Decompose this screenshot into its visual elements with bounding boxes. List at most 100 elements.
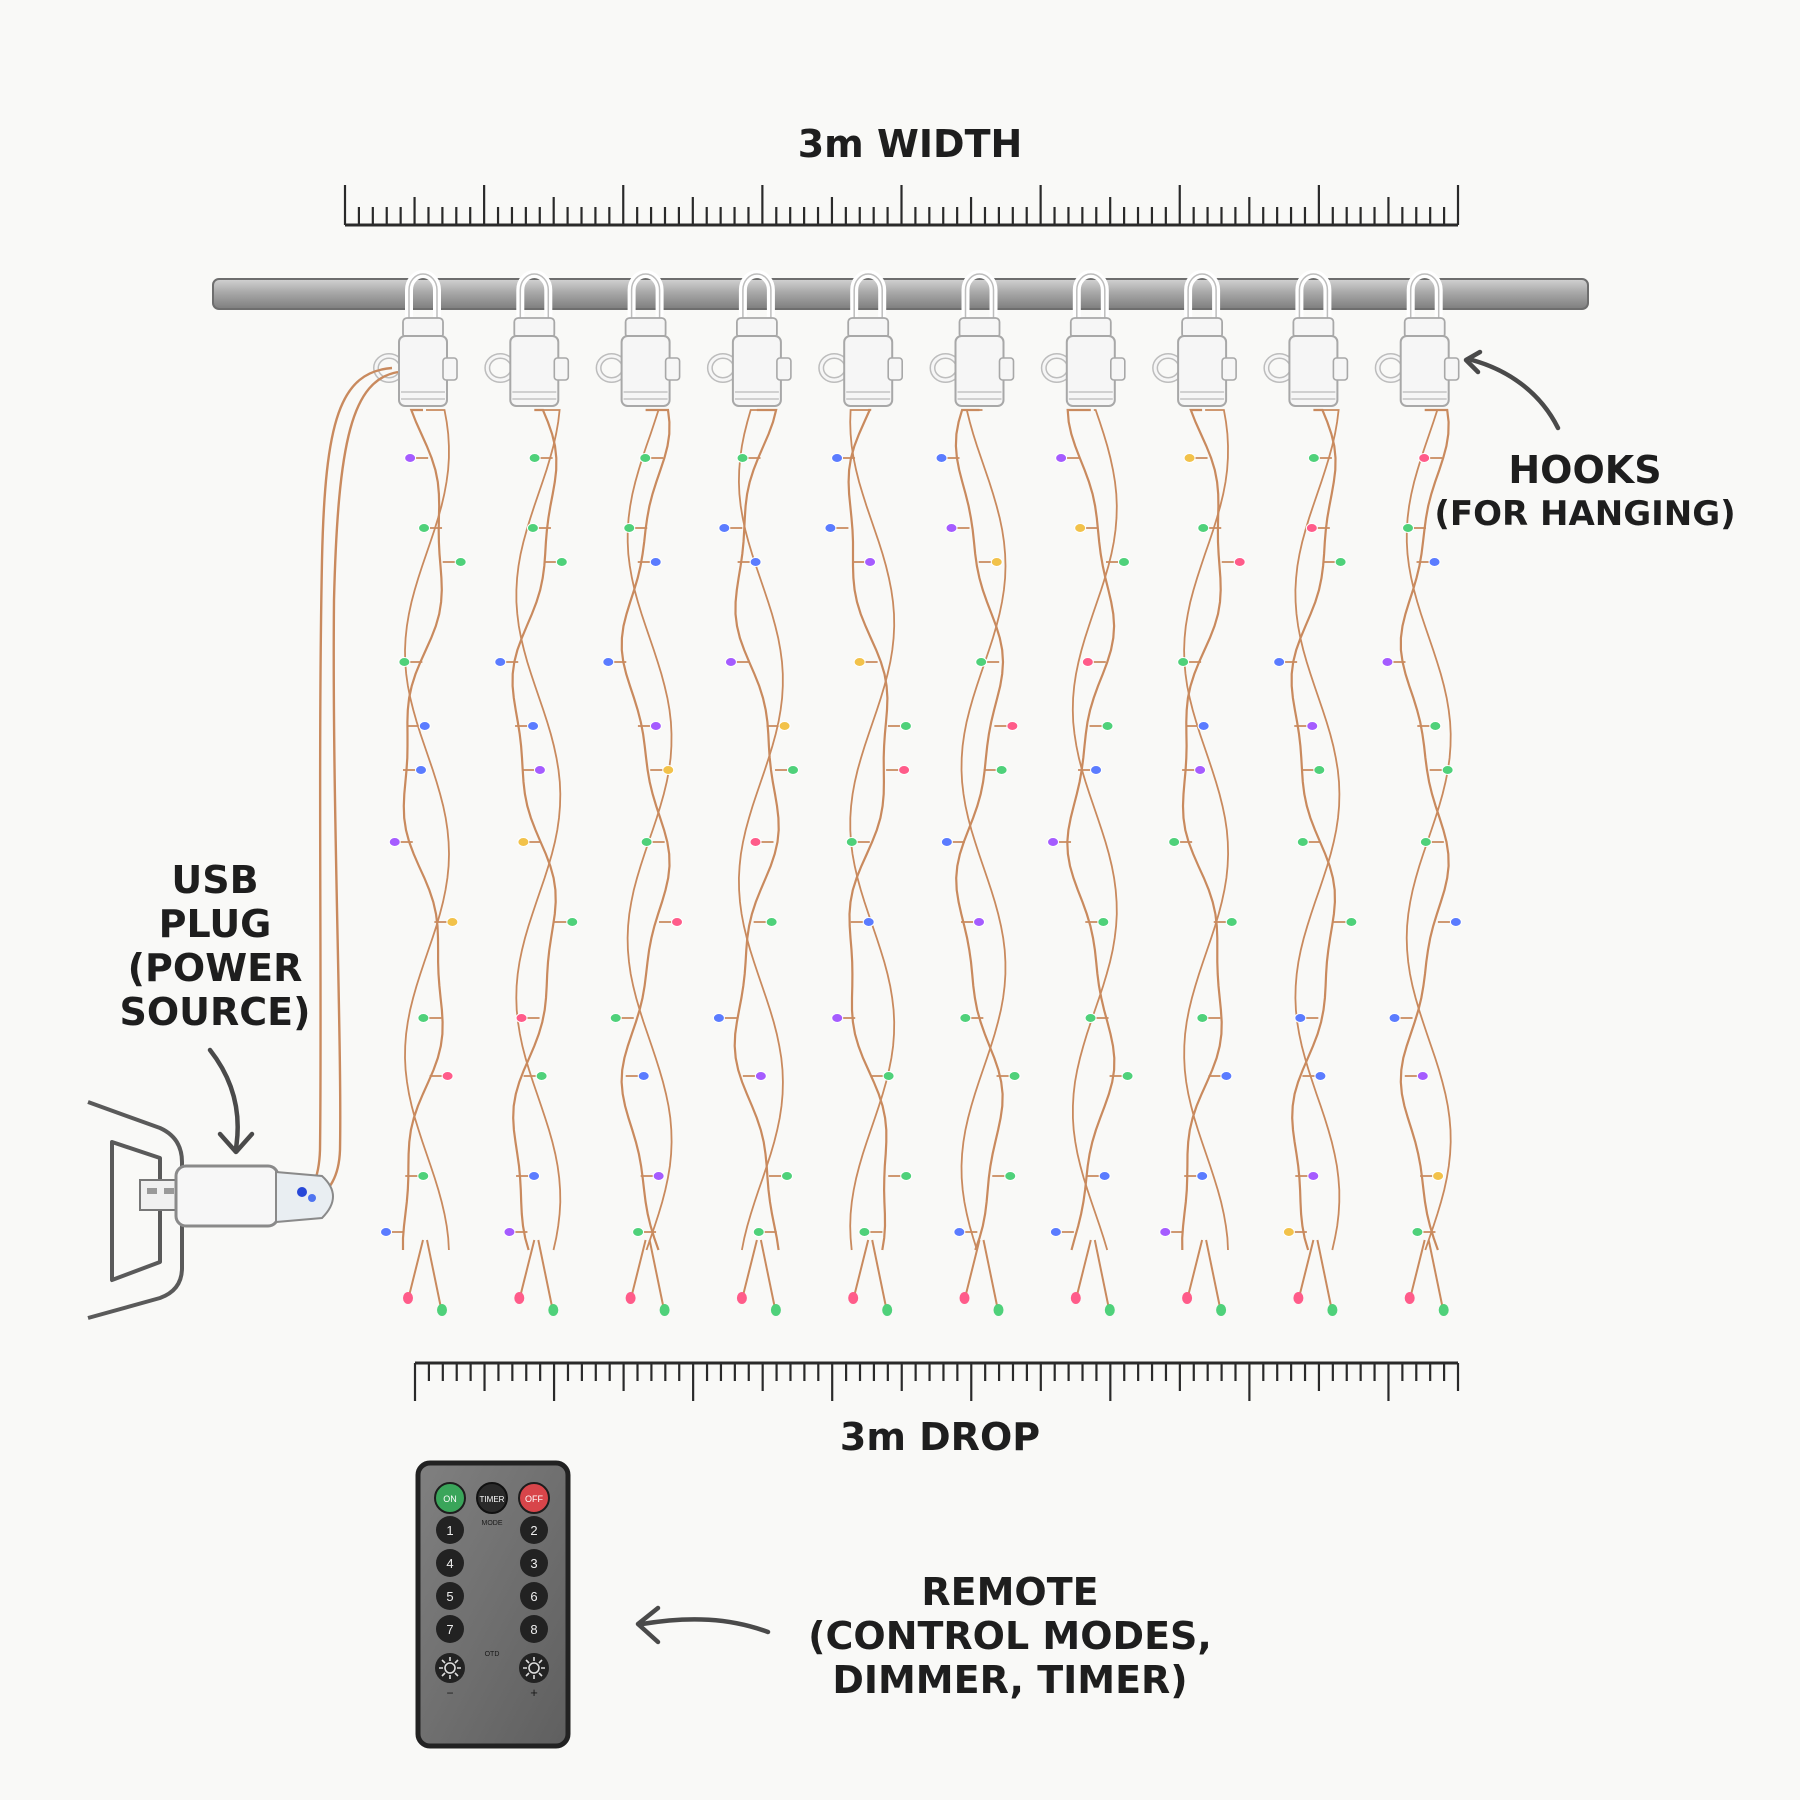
mode-label: MODE xyxy=(482,1520,503,1527)
led-bulb-icon xyxy=(862,917,875,927)
number-button[interactable]: 7 xyxy=(436,1615,464,1643)
hook-icon xyxy=(929,270,1015,407)
remote-label-title: REMOTE xyxy=(921,1570,1099,1614)
led-bulb-icon xyxy=(609,1013,622,1023)
led-bulb-icon xyxy=(940,837,953,847)
number-button-label: 3 xyxy=(530,1556,537,1571)
number-button[interactable]: 2 xyxy=(520,1516,548,1544)
led-bulb-icon xyxy=(1233,557,1246,567)
led-bulb-icon xyxy=(845,837,858,847)
remote-label-line: DIMMER, TIMER) xyxy=(832,1658,1188,1702)
led-bulb-icon xyxy=(1416,1071,1429,1081)
number-button[interactable]: 5 xyxy=(436,1582,464,1610)
led-bulb-icon xyxy=(1194,765,1207,775)
usb-label-line: SOURCE) xyxy=(119,990,311,1034)
led-bulb-icon xyxy=(1121,1071,1134,1081)
remote-control[interactable]: ON TIMER OFF MODE 1 2 4 3 5 6 7 8 OTD xyxy=(415,1460,571,1749)
led-bulb-icon xyxy=(1117,557,1130,567)
hook-icon xyxy=(1263,270,1349,407)
hooks-label: HOOKS (FOR HANGING) xyxy=(1395,448,1775,536)
led-bulb-icon xyxy=(1090,765,1103,775)
led-bulb-icon xyxy=(639,453,652,463)
led-bulb-icon xyxy=(882,1304,893,1316)
led-bulb-icon xyxy=(787,765,800,775)
led-bulb-icon xyxy=(1197,523,1210,533)
led-bulb-icon xyxy=(1004,1171,1017,1181)
led-bulb-icon xyxy=(1074,523,1087,533)
number-button[interactable]: 4 xyxy=(436,1549,464,1577)
led-bulb-icon xyxy=(1388,1013,1401,1023)
led-bulb-icon xyxy=(1197,721,1210,731)
usb-label: USB PLUG (POWER SOURCE) xyxy=(65,858,365,1034)
led-bulb-icon xyxy=(1104,1304,1115,1316)
led-bulb-icon xyxy=(1432,1171,1445,1181)
led-bulb-icon xyxy=(526,523,539,533)
led-bulb-icon xyxy=(1049,1227,1062,1237)
number-button-label: 1 xyxy=(446,1523,453,1538)
led-bulb-icon xyxy=(1314,1071,1327,1081)
led-bulb-icon xyxy=(623,523,636,533)
led-bulb-icon xyxy=(770,1304,781,1316)
sun-icon xyxy=(523,1657,545,1679)
led-bulb-icon xyxy=(1168,837,1181,847)
light-strand xyxy=(1047,408,1134,1316)
led-bulb-icon xyxy=(671,917,684,927)
led-bulb-icon xyxy=(959,1013,972,1023)
led-bulb-icon xyxy=(566,917,579,927)
number-button[interactable]: 6 xyxy=(520,1582,548,1610)
otd-label: OTD xyxy=(485,1651,500,1658)
led-bulb-icon xyxy=(778,721,791,731)
number-button[interactable]: 1 xyxy=(436,1516,464,1544)
led-bulb-icon xyxy=(1097,917,1110,927)
led-bulb-icon xyxy=(1196,1013,1209,1023)
led-bulb-icon xyxy=(959,1292,970,1304)
timer-button[interactable] xyxy=(476,1482,508,1514)
number-button[interactable]: 8 xyxy=(520,1615,548,1643)
led-bulb-icon xyxy=(1381,657,1394,667)
led-bulb-icon xyxy=(1345,917,1358,927)
on-button-label: ON xyxy=(443,1494,457,1504)
led-bulb-icon xyxy=(1273,657,1286,667)
led-bulb-icon xyxy=(404,453,417,463)
dim-down-button[interactable] xyxy=(435,1653,465,1683)
led-bulb-icon xyxy=(1294,1013,1307,1023)
led-bulb-icon xyxy=(765,917,778,927)
led-bulb-icon xyxy=(898,765,911,775)
led-bulb-icon xyxy=(1402,523,1415,533)
led-bulb-icon xyxy=(853,657,866,667)
light-strand xyxy=(712,408,800,1316)
led-bulb-icon xyxy=(1183,453,1196,463)
led-bulb-icon xyxy=(1081,657,1094,667)
usb-lead-wire xyxy=(299,366,399,1200)
led-bulb-icon xyxy=(1418,453,1431,463)
led-bulb-icon xyxy=(380,1227,393,1237)
led-bulb-icon xyxy=(781,1171,794,1181)
led-bulb-icon xyxy=(831,1013,844,1023)
led-bulb-icon xyxy=(1101,721,1114,731)
led-bulb-icon xyxy=(555,557,568,567)
off-button[interactable] xyxy=(518,1482,550,1514)
number-button-label: 8 xyxy=(530,1622,537,1637)
led-bulb-icon xyxy=(712,1013,725,1023)
number-button-label: 4 xyxy=(446,1556,453,1571)
led-bulb-icon xyxy=(1404,1292,1415,1304)
led-bulb-icon xyxy=(514,1292,525,1304)
dim-up-button[interactable] xyxy=(519,1653,549,1683)
led-bulb-icon xyxy=(632,1227,645,1237)
led-bulb-icon xyxy=(718,523,731,533)
led-bulb-icon xyxy=(1047,837,1060,847)
number-button[interactable]: 3 xyxy=(520,1549,548,1577)
light-strand xyxy=(1159,408,1246,1316)
led-bulb-icon xyxy=(528,1171,541,1181)
led-bulb-icon xyxy=(1419,837,1432,847)
led-bulb-icon xyxy=(1070,1292,1081,1304)
width-ruler xyxy=(343,185,1460,227)
number-button-label: 7 xyxy=(446,1622,453,1637)
on-button[interactable] xyxy=(434,1482,466,1514)
number-button-label: 6 xyxy=(530,1589,537,1604)
led-bulb-icon xyxy=(1196,1171,1209,1181)
light-strand xyxy=(1273,408,1358,1316)
led-bulb-icon xyxy=(1282,1227,1295,1237)
led-bulb-icon xyxy=(995,765,1008,775)
led-bulb-icon xyxy=(899,721,912,731)
